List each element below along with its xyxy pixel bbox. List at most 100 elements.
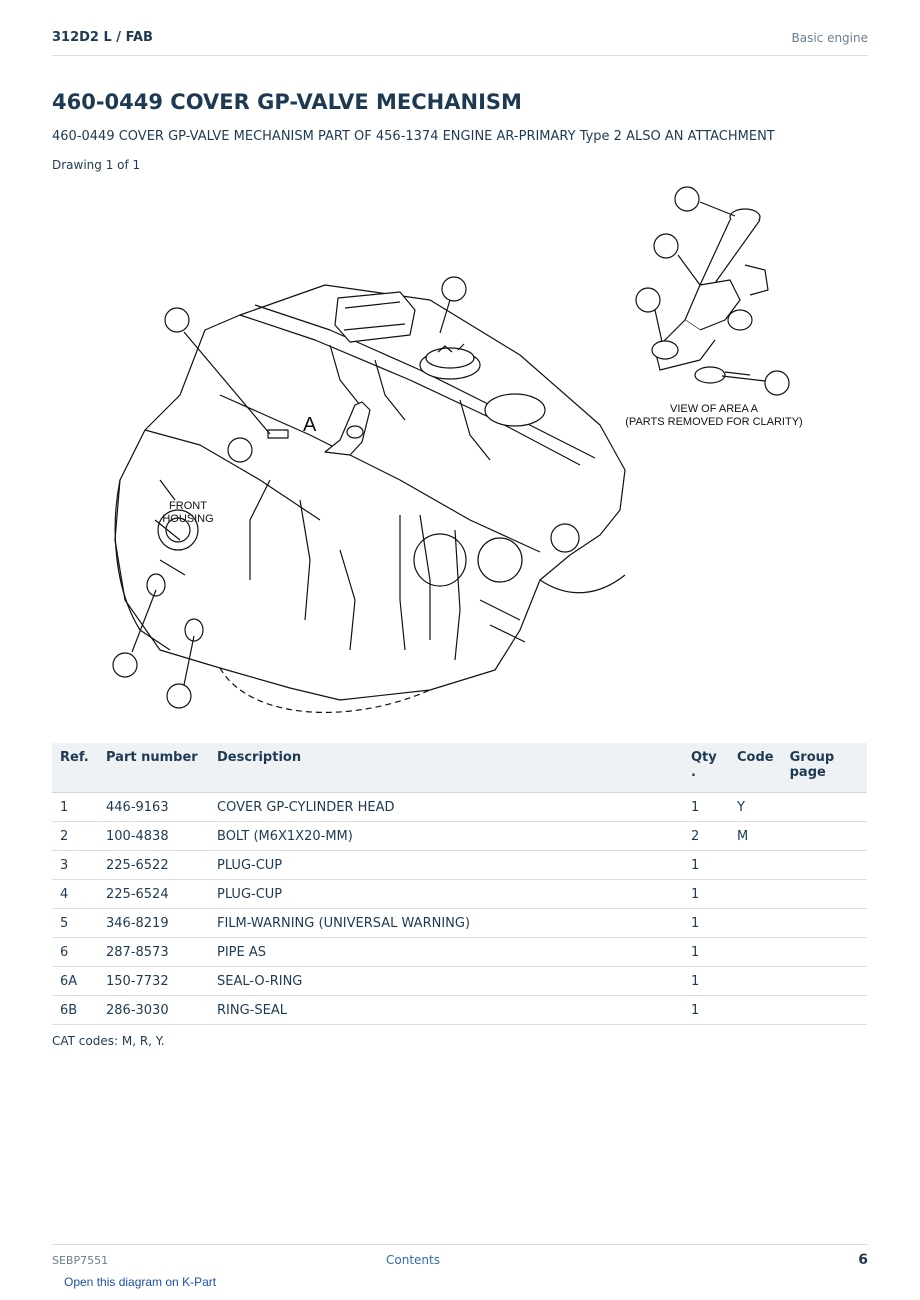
cat-codes-note: CAT codes: M, R, Y.	[52, 1034, 165, 1048]
cell-description: COVER GP-CYLINDER HEAD	[209, 792, 683, 822]
leader-line-6b	[721, 375, 766, 382]
oil-filler-cap	[419, 343, 481, 380]
view-caption-line1: VIEW OF AREA A	[670, 403, 759, 415]
cell-ref: 4	[52, 879, 98, 909]
cell-qty: 1	[683, 879, 729, 909]
cell-code	[729, 850, 782, 880]
cell-group-page	[781, 850, 867, 880]
cell-part-number: 225-6524	[98, 879, 209, 909]
cell-description: PLUG-CUP	[209, 879, 683, 909]
page-footer: SEBP7551 Contents 6	[52, 1244, 868, 1275]
cell-qty: 1	[683, 792, 729, 822]
leader-line-4	[183, 635, 195, 686]
cell-group-page	[781, 792, 867, 822]
cup-plug-4	[184, 618, 204, 642]
kpart-link[interactable]: Open this diagram on K-Part	[64, 1275, 217, 1289]
cell-group-page	[781, 966, 867, 996]
balloon-4	[166, 683, 192, 709]
header-code: Code	[729, 743, 782, 793]
leader-line-6a	[677, 254, 701, 286]
view-caption-line2: (PARTS REMOVED FOR CLARITY)	[625, 416, 802, 428]
section-name: Basic engine	[791, 31, 868, 45]
cell-ref: 2	[52, 821, 98, 851]
cell-group-page	[781, 937, 867, 967]
warning-film-oval	[484, 393, 546, 427]
leader-line-1	[439, 299, 451, 334]
cell-ref: 6B	[52, 995, 98, 1025]
warning-film-label	[267, 429, 289, 439]
leader-line-3	[131, 589, 157, 653]
pipe-assembly-inset	[651, 208, 769, 384]
cell-group-page	[781, 995, 867, 1025]
cell-ref: 6A	[52, 966, 98, 996]
cell-ref: 1	[52, 792, 98, 822]
engine-diagram: A FRONT HOUSING VIEW OF AREA A (PARTS RE…	[112, 186, 803, 713]
balloon-1	[441, 276, 467, 302]
parts-table: Ref. Part number Description Qty . Code …	[52, 743, 867, 1025]
doc-number: SEBP7551	[52, 1254, 109, 1267]
cell-ref: 3	[52, 850, 98, 880]
balloon-6b	[764, 370, 790, 396]
cell-part-number: 286-3030	[98, 995, 209, 1025]
front-housing-drawing	[114, 437, 580, 651]
front-label-line2: HOUSING	[162, 513, 213, 525]
front-label-line1: FRONT	[169, 500, 207, 512]
area-marker: A	[303, 414, 317, 436]
table-row: 5 346-8219 FILM-WARNING (UNIVERSAL WARNI…	[52, 908, 867, 938]
cell-description: SEAL-O-RING	[209, 966, 683, 996]
balloon-6	[674, 186, 700, 212]
cell-code	[729, 995, 782, 1025]
table-row: 6A 150-7732 SEAL-O-RING 1	[52, 966, 867, 996]
engine-block-drawing	[114, 284, 626, 713]
table-row: 3 225-6522 PLUG-CUP 1	[52, 850, 867, 880]
cell-description: PLUG-CUP	[209, 850, 683, 880]
page-subtitle: 460-0449 COVER GP-VALVE MECHANISM PART O…	[52, 129, 775, 144]
table-row: 4 225-6524 PLUG-CUP 1	[52, 879, 867, 909]
page-header: 312D2 L / FAB Basic engine	[52, 28, 868, 56]
cell-qty: 1	[683, 908, 729, 938]
table-row: 2 100-4838 BOLT (M6X1X20-MM) 2 M	[52, 821, 867, 851]
cell-description: PIPE AS	[209, 937, 683, 967]
cell-part-number: 150-7732	[98, 966, 209, 996]
table-row: 1 446-9163 COVER GP-CYLINDER HEAD 1 Y	[52, 792, 867, 822]
table-row: 6B 286-3030 RING-SEAL 1	[52, 995, 867, 1025]
table-row: 6 287-8573 PIPE AS 1	[52, 937, 867, 967]
page-title: 460-0449 COVER GP-VALVE MECHANISM	[52, 90, 522, 114]
header-part-number: Part number	[98, 743, 209, 793]
cell-group-page	[781, 821, 867, 851]
cell-code	[729, 966, 782, 996]
contents-link[interactable]: Contents	[386, 1253, 440, 1267]
cell-part-number: 446-9163	[98, 792, 209, 822]
drawing-count: Drawing 1 of 1	[52, 158, 141, 172]
balloon-3	[112, 652, 138, 678]
table-header-row: Ref. Part number Description Qty . Code …	[52, 743, 867, 793]
cell-qty: 2	[683, 821, 729, 851]
cell-description: FILM-WARNING (UNIVERSAL WARNING)	[209, 908, 683, 938]
breadcrumb: 312D2 L / FAB	[52, 30, 153, 45]
header-group-page: Group page	[781, 743, 867, 793]
balloon-2	[635, 287, 661, 313]
cup-plug-3	[146, 573, 166, 597]
leader-line-5	[183, 331, 271, 435]
cell-code: Y	[729, 792, 782, 822]
balloon-5	[164, 307, 190, 333]
cell-code	[729, 937, 782, 967]
cell-code	[729, 879, 782, 909]
leader-line-6	[699, 201, 736, 217]
header-qty: Qty .	[683, 743, 729, 793]
cell-part-number: 287-8573	[98, 937, 209, 967]
cell-code: M	[729, 821, 782, 851]
cell-part-number: 346-8219	[98, 908, 209, 938]
cell-group-page	[781, 879, 867, 909]
cell-part-number: 100-4838	[98, 821, 209, 851]
cell-group-page	[781, 908, 867, 938]
cell-qty: 1	[683, 850, 729, 880]
cell-qty: 1	[683, 937, 729, 967]
header-description: Description	[209, 743, 683, 793]
page-number: 6	[858, 1252, 868, 1268]
leader-line-2	[654, 309, 663, 343]
cell-ref: 5	[52, 908, 98, 938]
header-ref: Ref.	[52, 743, 98, 793]
cell-qty: 1	[683, 966, 729, 996]
